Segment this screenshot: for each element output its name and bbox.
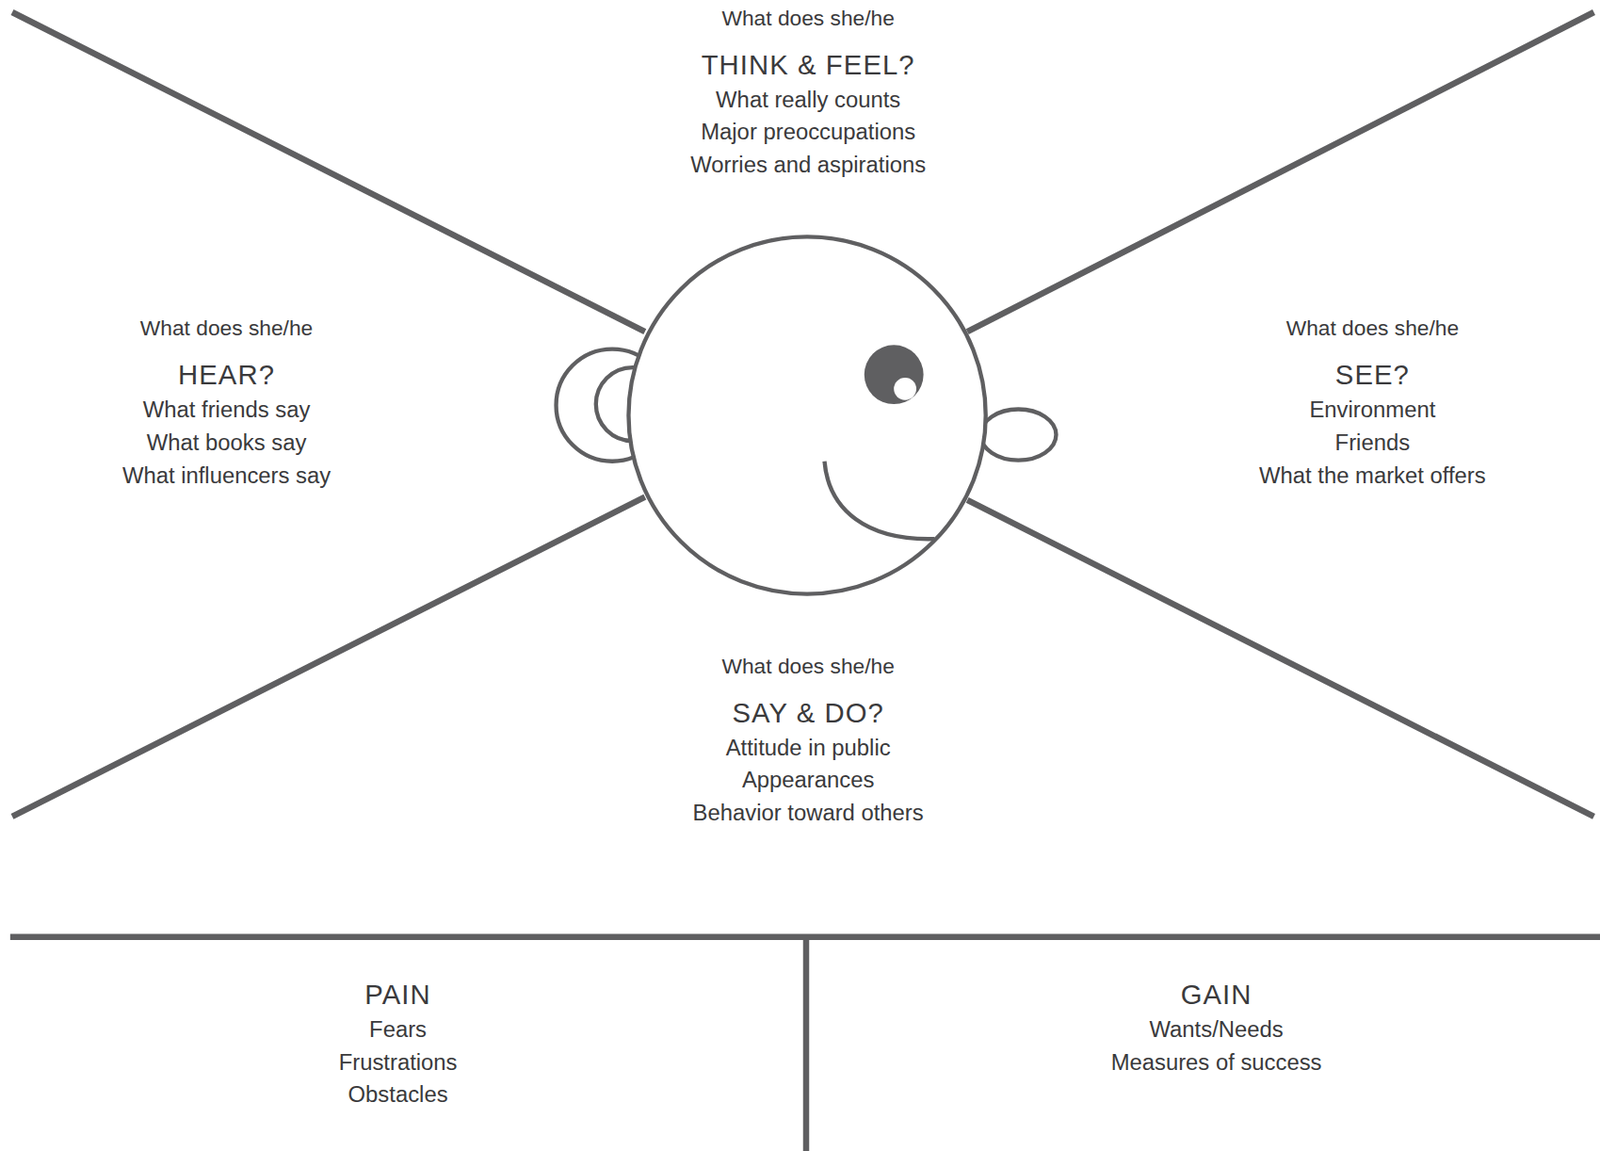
section-title: HEAR?	[1, 356, 452, 394]
prompt-text: What does she/he	[1, 312, 452, 346]
smile	[824, 461, 936, 539]
gain-region: GAINWants/NeedsMeasures of success	[991, 976, 1441, 1079]
eye-highlight	[893, 377, 917, 401]
section-item: Fears	[173, 1013, 623, 1047]
section-item: What friends say	[1, 393, 452, 427]
section-item: Wants/Needs	[991, 1013, 1441, 1047]
section-title: THINK & FEEL?	[583, 47, 1034, 84]
section-item: Major preoccupations	[583, 116, 1034, 150]
see-region: What does she/heSEE?EnvironmentFriendsWh…	[1147, 312, 1598, 493]
prompt-text: What does she/he	[583, 649, 1034, 683]
section-item: Environment	[1147, 393, 1598, 427]
eye	[864, 344, 924, 405]
section-title: GAIN	[991, 976, 1441, 1014]
divider-line	[967, 12, 1594, 332]
ear-right	[980, 409, 1056, 461]
section-item: Worries and aspirations	[583, 148, 1034, 182]
section-item: What really counts	[583, 83, 1034, 117]
section-title: SEE?	[1147, 356, 1598, 394]
section-item: Attitude in public	[583, 731, 1034, 765]
section-item: Behavior toward others	[583, 796, 1034, 830]
divider-line	[967, 500, 1594, 817]
head-circle	[628, 236, 986, 594]
section-item: Measures of success	[991, 1046, 1441, 1080]
divider-line	[12, 497, 646, 817]
hear-region: What does she/heHEAR?What friends sayWha…	[1, 312, 452, 493]
section-item: Appearances	[583, 764, 1034, 798]
section-item: Obstacles	[173, 1078, 623, 1112]
think-feel-region: What does she/heTHINK & FEEL?What really…	[583, 1, 1034, 182]
section-item: What the market offers	[1147, 459, 1598, 493]
pain-region: PAINFearsFrustrationsObstacles	[173, 976, 623, 1112]
divider-line	[803, 937, 810, 1151]
prompt-text: What does she/he	[1147, 312, 1598, 346]
divider-line	[12, 12, 646, 332]
section-item: Friends	[1147, 426, 1598, 460]
section-item: Frustrations	[173, 1046, 623, 1080]
section-title: SAY & DO?	[583, 694, 1034, 732]
section-item: What books say	[1, 426, 452, 460]
prompt-text: What does she/he	[583, 1, 1034, 35]
section-item: What influencers say	[1, 459, 452, 493]
say-do-region: What does she/heSAY & DO?Attitude in pub…	[583, 649, 1034, 830]
section-title: PAIN	[173, 976, 623, 1014]
